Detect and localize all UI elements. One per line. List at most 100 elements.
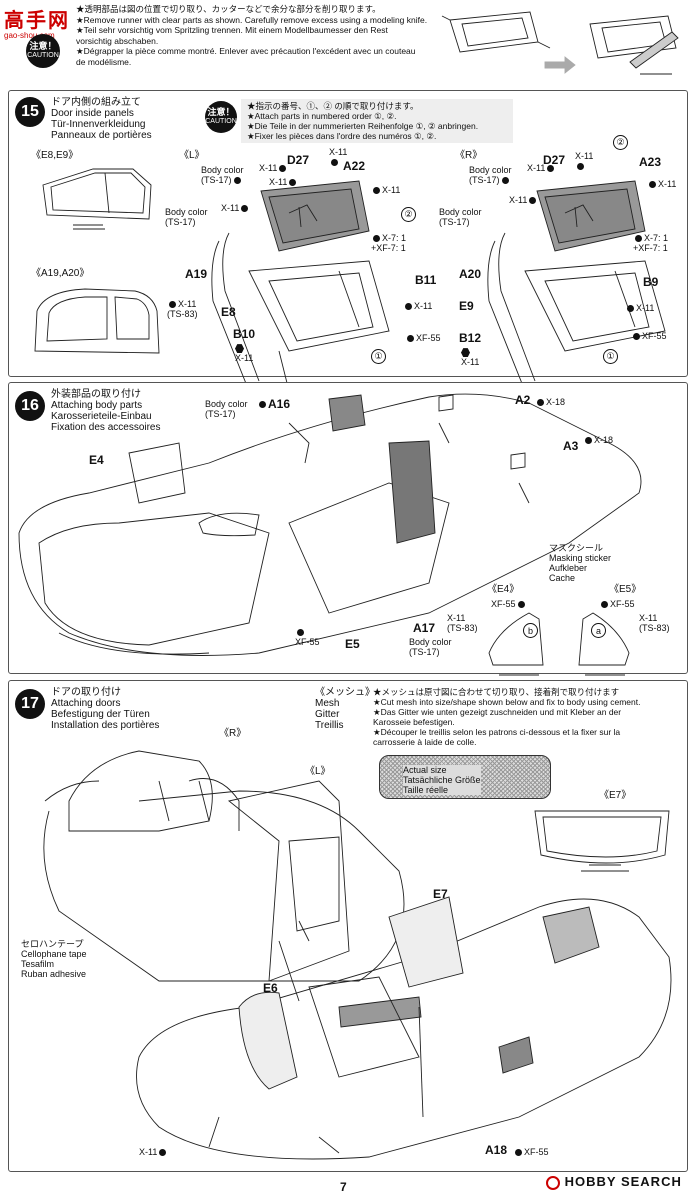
mask-e5-xf55: XF-55	[599, 599, 635, 609]
hobby-search-icon	[546, 1175, 560, 1190]
tape-label: セロハンテープ Cellophane tape Tesafilm Ruban a…	[21, 939, 87, 979]
x11-left-c: X-11	[269, 177, 298, 187]
x11-b11: X-11	[403, 301, 432, 311]
part-a23: A23	[639, 155, 662, 169]
mask-e4-label: 《E4》	[487, 584, 520, 595]
e7-variant-label: 《E7》	[599, 790, 632, 801]
mask-sticker-title: マスクシール Masking sticker Aufkleber Cache	[549, 543, 612, 583]
x11-left-e: X-11	[221, 203, 250, 213]
part-e7: E7	[433, 887, 448, 901]
part-a2: A2	[515, 393, 531, 407]
part-a3: A3	[563, 439, 579, 453]
part-b11: B11	[415, 273, 437, 287]
body-attach-illustration	[18, 393, 642, 656]
clear-part-removal-illustration	[441, 11, 679, 75]
x11-right-a: X-11	[575, 151, 593, 171]
part-b9: B9	[643, 275, 659, 289]
part-e4: E4	[89, 453, 104, 467]
x11-bottom: X-11	[139, 1147, 168, 1157]
mesh-notes: ★メッシュは原寸図に合わせて切り取り、接着剤で取り付けます ★Cut mesh …	[373, 687, 641, 747]
x11-b9: X-11	[625, 303, 654, 313]
part-b10: B10	[233, 327, 256, 341]
mask-e5-x11: X-11(TS-83)	[639, 613, 670, 633]
mesh-title: 《メッシュ》 Mesh Gitter Treillis	[315, 687, 375, 731]
order-2-right: ②	[613, 135, 628, 150]
step15-notes: ★指示の番号、①、② の順で取り付けます。 ★Attach parts in n…	[241, 99, 513, 143]
mask-b-marker: b	[523, 623, 538, 638]
right-door-panel-illustration	[487, 180, 666, 392]
part-a17: A17	[413, 621, 436, 635]
body-color-left-1: Body color(TS-17)	[201, 165, 244, 185]
x18-a2: X-18	[535, 397, 565, 407]
part-e6: E6	[263, 981, 278, 995]
mask-a-marker: a	[591, 623, 606, 638]
x18-a3: X-18	[583, 435, 613, 445]
x11-b12: X-11	[461, 347, 479, 367]
mask-sticker-shapes	[488, 612, 630, 676]
xf55-left: XF-55	[405, 333, 441, 343]
x11-right-d: X-11	[509, 195, 538, 205]
caution-badge-top: 注意！CAUTION	[26, 34, 60, 68]
body-color-right-1: Body color(TS-17)	[469, 165, 512, 185]
body-color-a16: Body color(TS-17)	[205, 399, 248, 419]
window-e8-e9-illustration	[42, 168, 152, 230]
step16-titles: 外装部品の取り付け Attaching body parts Karosseri…	[51, 389, 161, 433]
body-color-right-2: Body color(TS-17)	[439, 207, 482, 227]
door-a19-a20-illustration	[34, 288, 160, 354]
step15-caution-badge: 注意！CAUTION	[205, 101, 237, 133]
x7-right: X-7: 1+XF-7: 1	[633, 233, 669, 253]
step15-right-label: 《R》	[455, 150, 483, 161]
watermark-url: gao-shou.com	[4, 31, 55, 40]
left-door-panel-illustration	[211, 180, 390, 432]
step15-panel: 15 ドア内側の組み立て Door inside panels Tür-Inne…	[8, 90, 688, 432]
var-x11-label: X-11(TS-83)	[167, 299, 198, 319]
mask-e4-xf55: XF-55	[491, 599, 527, 609]
xf55-e5: XF-55	[295, 627, 320, 647]
watermark-brand: 高手网	[4, 10, 70, 32]
order-1-left: ①	[371, 349, 386, 364]
body-color-a17: Body color(TS-17)	[409, 637, 452, 657]
mask-e5-label: 《E5》	[609, 584, 642, 595]
body-door-attach-illustration	[136, 896, 672, 1160]
part-a16: A16	[257, 397, 290, 411]
step17-panel: 17 ドアの取り付け Attaching doors Befestigung d…	[8, 680, 688, 1172]
top-notes: ★透明部品は図の位置で切り取り、カッターなどで余分な部分を削り取ります。 ★Re…	[76, 4, 428, 67]
step16-number-badge: 16	[15, 391, 45, 421]
variant-a19-a20-label: 《A19,A20》	[31, 268, 90, 279]
page-number: 7	[340, 1180, 347, 1194]
part-e8: E8	[221, 305, 236, 319]
hobby-search-logo: HOBBY SEARCH	[546, 1174, 682, 1190]
door-l-label: 《L》	[305, 766, 331, 777]
part-d27-left: D27	[287, 153, 310, 167]
x11-left-d: X-11	[371, 185, 400, 195]
watermark-logo: 高手网 gao-shou.com	[4, 4, 70, 40]
step15-number-badge: 15	[15, 97, 45, 127]
part-b12: B12	[459, 331, 482, 345]
x11-b10: X-11	[235, 343, 253, 363]
x7-left: X-7: 1+XF-7: 1	[371, 233, 407, 253]
e7-window-illustration	[534, 810, 670, 872]
x11-left-top: X-11	[329, 147, 347, 167]
step15-left-label: 《L》	[179, 150, 205, 161]
part-d27-right: D27	[543, 153, 566, 167]
body-color-left-2: Body color(TS-17)	[165, 207, 208, 227]
variant-e8-e9-label: 《E8,E9》	[31, 150, 79, 161]
step17-number-badge: 17	[15, 689, 45, 719]
step15-titles: ドア内側の組み立て Door inside panels Tür-Innenve…	[51, 97, 152, 141]
part-e9: E9	[459, 299, 474, 313]
step17-titles: ドアの取り付け Attaching doors Befestigung der …	[51, 687, 160, 731]
x11-left-b: X-11	[259, 163, 288, 173]
mask-e4-x11: X-11(TS-83)	[447, 613, 478, 633]
part-a22: A22	[343, 159, 366, 173]
doors-illustration	[43, 750, 405, 1002]
order-1-right: ①	[603, 349, 618, 364]
door-r-label: 《R》	[219, 728, 247, 739]
part-e5: E5	[345, 637, 360, 651]
x11-right-c: X-11	[647, 179, 676, 189]
x11-right-b: X-11	[527, 163, 556, 173]
part-a18: A18	[485, 1143, 508, 1157]
step16-panel: 16 外装部品の取り付け Attaching body parts Kaross…	[8, 382, 688, 676]
order-2-left: ②	[401, 207, 416, 222]
mesh-actual-size-label: Actual size Tatsächliche Größe Taille ré…	[403, 765, 481, 795]
part-a20: A20	[459, 267, 482, 281]
